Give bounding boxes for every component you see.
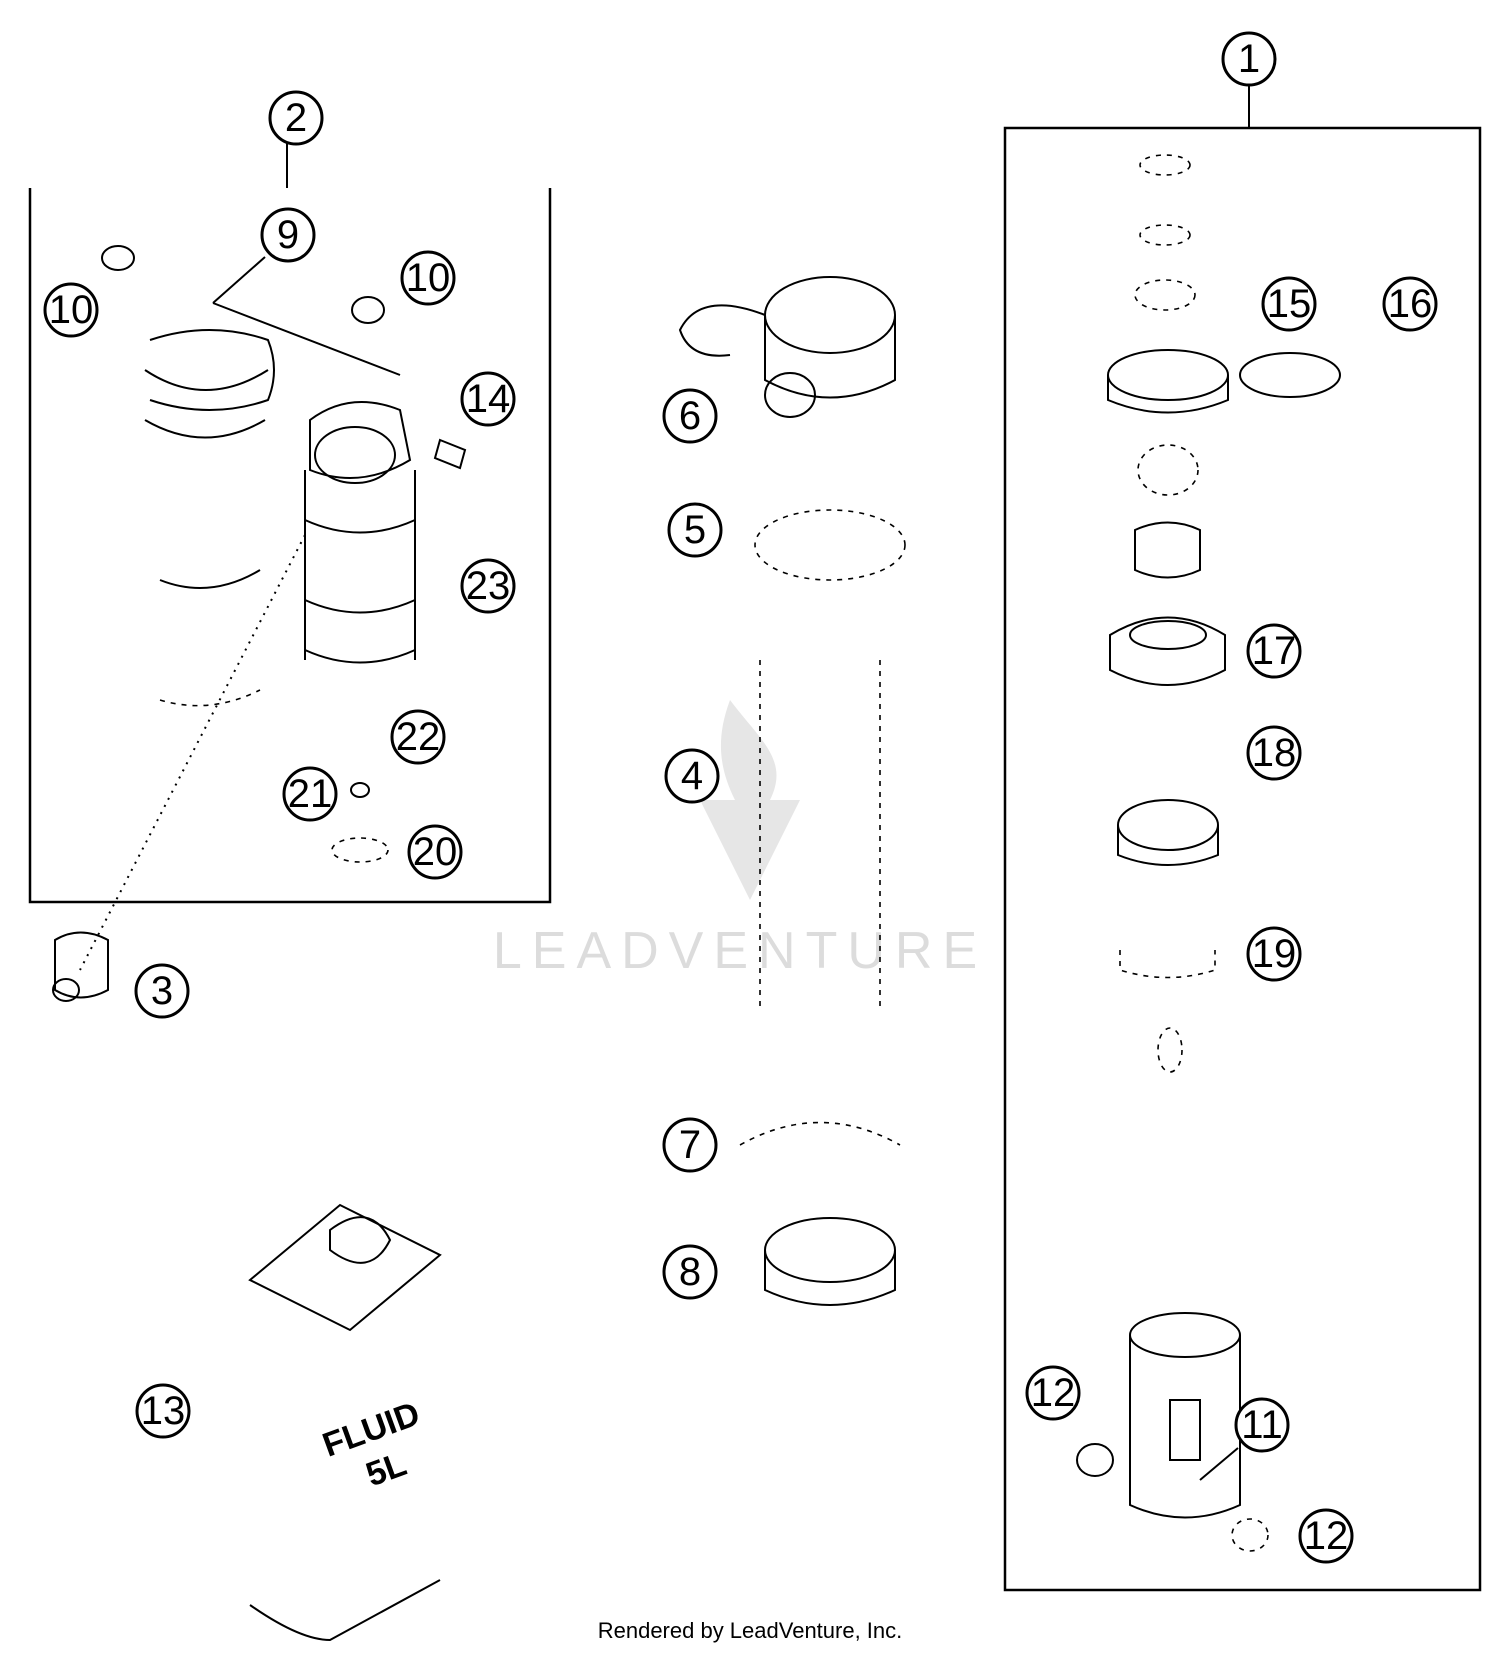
callout-label: 19 xyxy=(1252,932,1297,976)
callout-label: 8 xyxy=(679,1250,701,1294)
watermark: LEADVENTURE xyxy=(493,700,987,980)
assembly-1-box xyxy=(1003,126,1482,1592)
callout-18: 18 xyxy=(1246,725,1302,781)
callout-20: 20 xyxy=(407,824,463,880)
center-parts xyxy=(678,276,906,1306)
callout-14: 14 xyxy=(460,371,516,427)
shock-body-parts xyxy=(1076,154,1341,1552)
fluid-label-line2: 5L xyxy=(361,1445,411,1494)
callout-label: 22 xyxy=(396,715,441,759)
callout-label: 13 xyxy=(141,1389,186,1433)
callout-15: 15 xyxy=(1261,276,1317,332)
leader-lines xyxy=(79,85,1250,1481)
callout-2: 2 xyxy=(268,90,324,146)
callout-8: 8 xyxy=(662,1244,718,1300)
callout-13: 13 xyxy=(135,1383,191,1439)
callout-label: 7 xyxy=(679,1123,701,1167)
callout-label: 12 xyxy=(1031,1371,1076,1415)
callout-label: 10 xyxy=(406,256,451,300)
callout-label: 6 xyxy=(679,394,701,438)
callout-1: 1 xyxy=(1221,31,1277,87)
fluid-container: FLUID 5L xyxy=(248,1203,442,1642)
callout-label: 15 xyxy=(1267,282,1312,326)
callout-label: 2 xyxy=(285,96,307,140)
callout-label: 14 xyxy=(466,377,511,421)
callout-10-right: 10 xyxy=(400,250,456,306)
callout-label: 20 xyxy=(413,830,458,874)
credit-text: Rendered by LeadVenture, Inc. xyxy=(597,1618,903,1643)
callout-4: 4 xyxy=(664,748,720,804)
callout-label: 10 xyxy=(49,288,94,332)
damper-piston-parts xyxy=(101,245,467,863)
watermark-text: LEADVENTURE xyxy=(493,922,987,980)
callout-label: 21 xyxy=(288,772,333,816)
callout-label: 11 xyxy=(1241,1403,1283,1447)
callout-12-left: 12 xyxy=(1025,1365,1081,1421)
callout-label: 23 xyxy=(466,564,511,608)
callout-label: 3 xyxy=(151,969,173,1013)
callout-label: 1 xyxy=(1238,37,1260,81)
callout-6: 6 xyxy=(662,388,718,444)
callout-label: 5 xyxy=(684,508,706,552)
callout-10-left: 10 xyxy=(43,282,99,338)
callout-5: 5 xyxy=(667,502,723,558)
callout-label: 9 xyxy=(277,213,299,257)
valve-part-3 xyxy=(52,931,109,1002)
callout-label: 18 xyxy=(1252,731,1297,775)
callout-label: 17 xyxy=(1252,629,1297,673)
callout-9: 9 xyxy=(260,207,316,263)
assembly-2-box xyxy=(28,188,552,904)
callout-7: 7 xyxy=(662,1117,718,1173)
callout-3: 3 xyxy=(134,963,190,1019)
callout-16: 16 xyxy=(1382,276,1438,332)
callout-label: 4 xyxy=(681,754,703,798)
callout-23: 23 xyxy=(460,558,516,614)
callout-21: 21 xyxy=(282,766,338,822)
callout-label: 16 xyxy=(1388,282,1433,326)
watermark-logo-icon xyxy=(700,700,800,900)
callout-19: 19 xyxy=(1246,926,1302,982)
callout-12-right: 12 xyxy=(1298,1508,1354,1564)
callout-17: 17 xyxy=(1246,623,1302,679)
callout-11: 11 xyxy=(1234,1397,1290,1453)
callout-22: 22 xyxy=(390,709,446,765)
callout-label: 12 xyxy=(1304,1514,1349,1558)
